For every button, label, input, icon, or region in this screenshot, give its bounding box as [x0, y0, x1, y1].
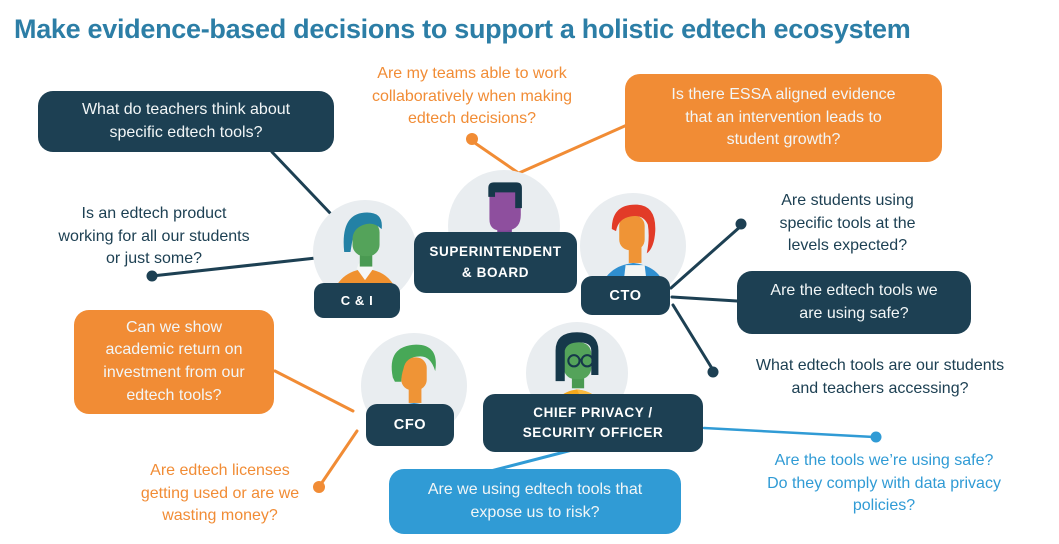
question-text-privacy-compliance: Are the tools we’re using safe? Do they … — [767, 452, 1001, 515]
question-text-license-usage: Are edtech licenses getting used or are … — [140, 462, 300, 525]
connector-dot — [313, 481, 325, 493]
cto-badge: CTO — [581, 276, 670, 315]
connector-team-collaboration-to-superintendent — [470, 139, 519, 174]
cfo-badge: CFO — [366, 404, 454, 446]
connector-product-equity-to-c-and-i — [150, 256, 318, 278]
question-text-usage-levels: Are students using specific tools at the… — [779, 192, 916, 255]
c-and-i-badge: C & I — [314, 283, 400, 318]
connector-essa-evidence-to-superintendent — [517, 123, 629, 175]
question-text-product-equity: Is an edtech product working for all our… — [58, 205, 250, 268]
privacy-officer-badge: CHIEF PRIVACY / SECURITY OFFICER — [483, 394, 703, 452]
c-and-i-avatar — [313, 200, 417, 304]
question-text-tools-accessed: What edtech tools are our students and t… — [755, 357, 1005, 397]
connector-academic-roi-to-cfo — [273, 369, 355, 413]
connector-cfo-to-license-usage — [319, 429, 359, 486]
connector-cto-to-usage-levels — [669, 224, 743, 290]
superintendent-badge: SUPERINTENDENT & BOARD — [414, 232, 577, 293]
connector-dot — [707, 366, 719, 378]
question-bubble-risk-exposure: Are we using edtech tools that expose us… — [389, 469, 681, 534]
connector-dot — [870, 431, 882, 443]
connector-privacy-to-privacy-compliance — [702, 426, 876, 439]
connector-cto-to-tools-accessed — [671, 303, 715, 372]
question-text-team-collaboration: Are my teams able to work collaborativel… — [371, 65, 573, 128]
question-bubble-teacher-opinions: What do teachers think about specific ed… — [38, 91, 334, 152]
question-bubble-academic-roi: Can we show academic return on investmen… — [74, 310, 274, 414]
connector-dot — [735, 218, 747, 230]
connector-cto-to-tools-safety — [670, 295, 739, 303]
question-bubble-essa-evidence: Is there ESSA aligned evidence that an i… — [625, 74, 942, 162]
connector-teacher-opinions-to-c-and-i — [270, 150, 332, 215]
page-title: Make evidence-based decisions to support… — [14, 14, 911, 44]
connector-dot — [466, 133, 478, 145]
connector-dot — [146, 270, 158, 282]
question-bubble-tools-safety: Are the edtech tools we are using safe? — [737, 271, 971, 334]
